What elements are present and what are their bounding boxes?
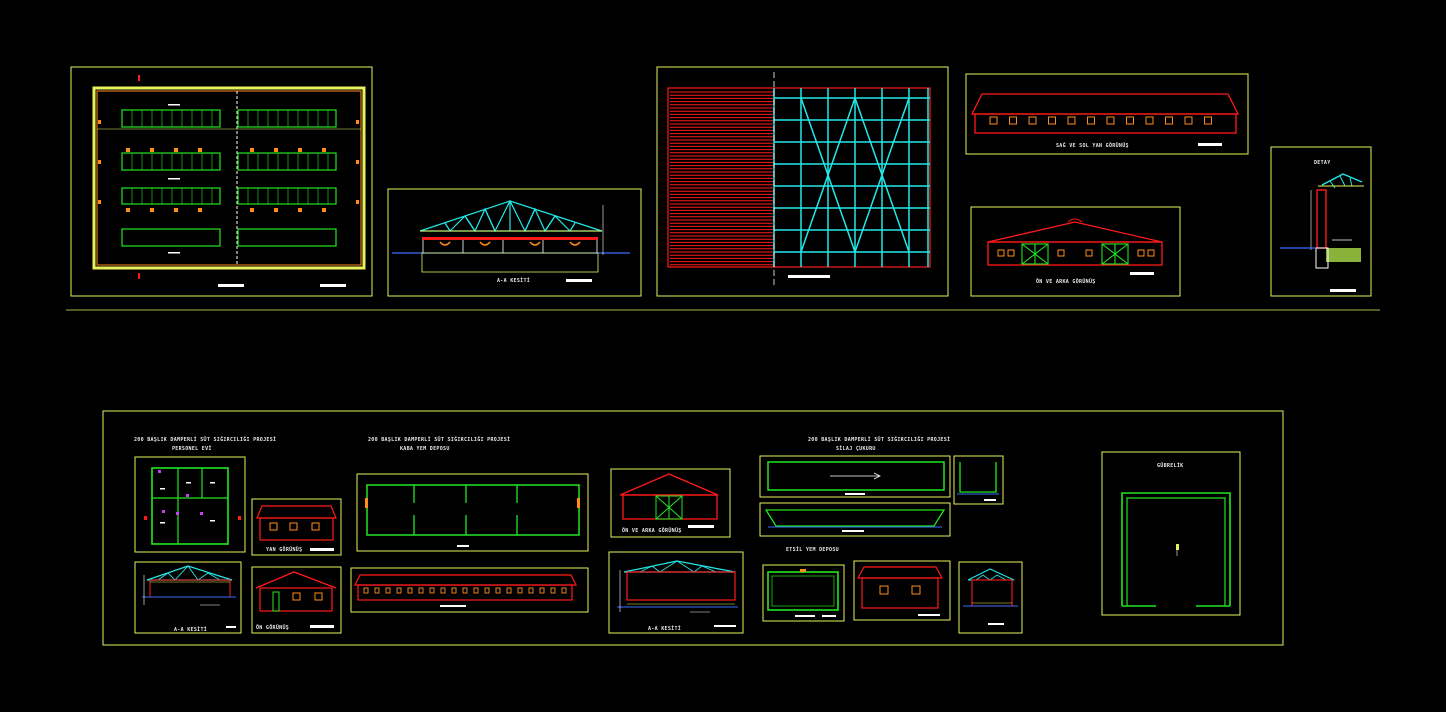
window-icon <box>385 587 391 594</box>
window-icon <box>539 587 545 594</box>
hay-storage-front-caption: ÖN VE ARKA GÖRÜNÜŞ <box>622 527 682 534</box>
hay-storage-front-view: ÖN VE ARKA GÖRÜNÜŞ <box>610 468 731 538</box>
roof-plan <box>656 66 949 297</box>
front-elevation: ÖN VE ARKA GÖRÜNÜŞ <box>970 206 1181 297</box>
barn-section-aa: A-A KESİTİ <box>387 188 642 297</box>
project-title-silage-pit: 200 BAŞLIK DAMPERLİ SÜT SIĞIRCILIĞI PROJ… <box>808 436 950 443</box>
side-elevation: SAĞ VE SOL YAN GÖRÜNÜŞ <box>965 73 1249 155</box>
window-icon <box>1165 116 1173 125</box>
window-icon <box>1009 116 1017 125</box>
window-icon <box>451 587 457 594</box>
window-icon <box>429 587 435 594</box>
hay-storage-section: A-A KESİTİ <box>608 551 744 634</box>
barn-floor-plan <box>70 66 373 297</box>
auxiliary-buildings-sheet: 200 BAŞLIK DAMPERLİ SÜT SIĞIRCILIĞI PROJ… <box>102 410 1284 646</box>
project-title-staff-house: 200 BAŞLIK DAMPERLİ SÜT SIĞIRCILIĞI PROJ… <box>134 436 276 443</box>
window-icon <box>1106 116 1115 125</box>
silage-pit-end-section <box>953 455 1004 505</box>
window-icon <box>374 587 380 594</box>
concentrate-storage-section <box>958 561 1023 634</box>
manure-pit-plan: GÜBRELİK <box>1101 451 1241 616</box>
concentrate-storage-title: ETSİL YEM DEPOSU <box>786 546 839 553</box>
window-icon <box>440 587 446 594</box>
window-icon <box>1087 116 1095 125</box>
manure-pit-caption: GÜBRELİK <box>1157 462 1183 469</box>
hay-storage-section-caption: A-A KESİTİ <box>648 625 681 632</box>
window-icon <box>363 587 369 594</box>
window-icon <box>1028 116 1037 125</box>
window-icon <box>1204 116 1212 125</box>
wall-detail: DETAY <box>1270 146 1372 297</box>
project-title-hay-storage: 200 BAŞLIK DAMPERLİ SÜT SIĞIRCILIĞI PROJ… <box>368 436 510 443</box>
window-icon <box>495 587 501 594</box>
window-icon <box>989 116 998 125</box>
staff-house-side-view: YAN GÖRÜNÜŞ <box>251 498 342 556</box>
window-icon <box>396 587 402 594</box>
project-subtitle-staff-house: PERSONEL EVİ <box>172 445 212 452</box>
staff-house-front-caption: ÖN GÖRÜNÜŞ <box>256 624 289 631</box>
window-icon <box>506 587 512 594</box>
detail-caption: DETAY <box>1314 160 1331 166</box>
side-elevation-caption: SAĞ VE SOL YAN GÖRÜNÜŞ <box>1056 142 1129 149</box>
staff-house-side-caption: YAN GÖRÜNÜŞ <box>266 546 302 553</box>
front-elevation-caption: ÖN VE ARKA GÖRÜNÜŞ <box>1036 278 1096 285</box>
staff-house-plan <box>134 456 246 553</box>
concentrate-storage-plan <box>762 564 845 622</box>
window-icon <box>1145 116 1154 125</box>
silage-pit-section <box>759 502 951 537</box>
window-icon <box>407 587 413 594</box>
window-icon <box>550 587 556 594</box>
window-icon <box>1067 116 1076 125</box>
window-icon <box>462 587 468 594</box>
window-icon <box>418 587 424 594</box>
silage-pit-plan <box>759 455 951 498</box>
staff-house-front-view: ÖN GÖRÜNÜŞ <box>251 566 342 634</box>
window-icon <box>1184 116 1193 125</box>
window-icon <box>484 587 490 594</box>
window-icon <box>1126 116 1134 125</box>
window-icon <box>517 587 523 594</box>
window-icon <box>473 587 479 594</box>
staff-house-section: A-A KESİTİ <box>134 561 242 634</box>
hay-storage-plan <box>356 473 589 552</box>
window-icon <box>561 587 567 594</box>
hay-storage-side-elevation <box>350 567 589 613</box>
concentrate-storage-elevation <box>853 560 951 621</box>
project-subtitle-hay-storage: KABA YEM DEPOSU <box>400 446 450 452</box>
staff-house-section-caption: A-A KESİTİ <box>174 626 207 633</box>
window-icon <box>528 587 534 594</box>
project-subtitle-silage-pit: SİLAJ ÇUKURU <box>836 445 876 452</box>
section-aa-caption: A-A KESİTİ <box>497 277 530 284</box>
window-icon <box>1048 116 1056 125</box>
